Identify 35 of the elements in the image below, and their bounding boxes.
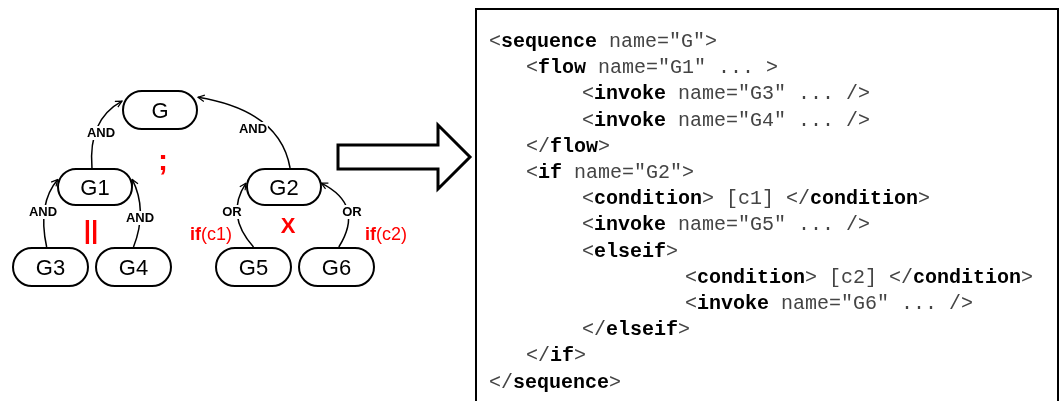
goal-node: G6 bbox=[298, 247, 375, 287]
code-line: </elseif> bbox=[582, 318, 691, 343]
goal-node: G5 bbox=[215, 247, 292, 287]
code-line: <sequence name="G"> bbox=[489, 30, 718, 54]
edge-label: OR bbox=[221, 205, 243, 219]
operator-label: ; bbox=[158, 145, 168, 175]
code-line: </if> bbox=[526, 344, 587, 369]
code-line: <if name="G2"> bbox=[526, 161, 695, 185]
goal-node: G4 bbox=[95, 247, 172, 287]
goal-node: G1 bbox=[57, 168, 133, 206]
arrow bbox=[197, 94, 291, 169]
code-line: <invoke name="G6" ... /> bbox=[685, 292, 974, 316]
code-line: </sequence> bbox=[489, 370, 622, 395]
code-line: <invoke name="G5" ... /> bbox=[582, 213, 871, 238]
code-line: <flow name="G1" ... > bbox=[526, 56, 779, 81]
operator-label: if(c2) bbox=[365, 225, 407, 243]
edge-label: AND bbox=[85, 126, 117, 140]
goal-node: G3 bbox=[12, 247, 89, 287]
code-panel bbox=[475, 8, 1059, 401]
edge-label: AND bbox=[27, 205, 59, 219]
code-line: <condition> [c1] </condition> bbox=[582, 187, 931, 212]
code-line: </flow> bbox=[526, 134, 611, 159]
edge-label: OR bbox=[341, 205, 363, 219]
operator-label: || bbox=[83, 217, 99, 243]
code-line: <invoke name="G4" ... /> bbox=[582, 108, 871, 133]
code-line: <condition> [c2] </condition> bbox=[685, 265, 1034, 290]
edge-label: AND bbox=[124, 211, 156, 225]
operator-label: if(c1) bbox=[190, 225, 232, 243]
code-line: <invoke name="G3" ... /> bbox=[582, 82, 871, 107]
code-line: <elseif> bbox=[582, 239, 679, 264]
goal-node: G2 bbox=[246, 168, 322, 206]
goal-node: G bbox=[122, 90, 198, 130]
operator-label: X bbox=[280, 215, 296, 237]
edge-label: AND bbox=[237, 122, 269, 136]
block-arrow bbox=[336, 121, 473, 193]
